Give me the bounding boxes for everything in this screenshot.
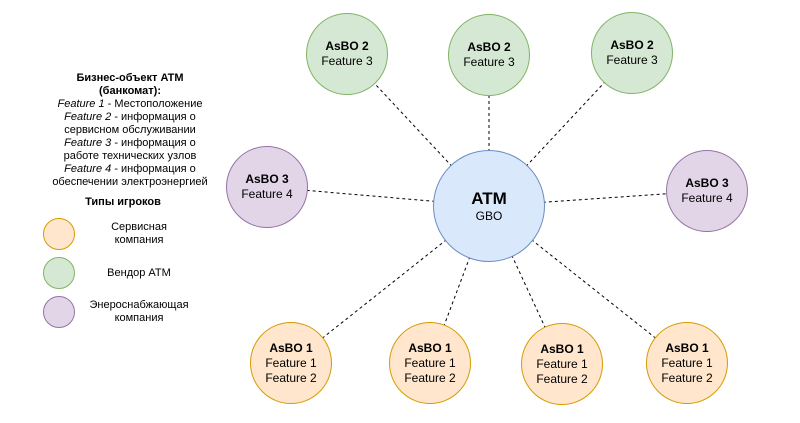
node-title: AsBO 1	[269, 340, 313, 355]
service-company-circle-icon	[43, 218, 75, 250]
node-title: AsBO 1	[408, 340, 452, 355]
info-panel: Бизнес-объект ATM (банкомат): Feature 1 …	[35, 72, 225, 189]
node-title: ATM	[471, 188, 507, 208]
node-title: AsBO 1	[540, 341, 584, 356]
node-title: AsBO 3	[245, 172, 289, 186]
feature-name: Feature 4	[64, 163, 112, 175]
legend-title: Типы игроков	[85, 196, 161, 208]
feature-desc: - Местоположение	[104, 98, 203, 110]
node-features: Feature 1 Feature 2	[404, 355, 456, 385]
node-title: AsBO 3	[685, 176, 729, 190]
node-asbo2-right: AsBO 2 Feature 3	[591, 12, 673, 94]
legend-item-label: Сервисная компания	[111, 221, 167, 246]
node-features: Feature 4	[681, 191, 733, 205]
energy-company-circle-icon	[43, 296, 75, 328]
node-atm-center: ATM GBO	[433, 150, 545, 262]
node-features: Feature 3	[321, 54, 373, 68]
node-title: AsBO 2	[325, 39, 369, 53]
feature-name: Feature 1	[57, 98, 105, 110]
node-asbo1-1: AsBO 1 Feature 1 Feature 2	[250, 322, 332, 404]
node-asbo1-2: AsBO 1 Feature 1 Feature 2	[389, 322, 471, 404]
connector-line	[346, 53, 490, 207]
node-subtitle: GBO	[475, 208, 503, 223]
node-features: Feature 1 Feature 2	[265, 355, 317, 385]
legend-item-label: Энероснабжающая компания	[89, 299, 189, 324]
feature-desc: - информация о обеспечении электроэнерги…	[52, 163, 208, 188]
node-features: Feature 3	[463, 55, 515, 69]
legend-item-atm-vendor: Вендор ATM	[43, 257, 203, 289]
feature-description-4: Feature 4 - информация о обеспечении эле…	[35, 163, 225, 189]
node-asbo3-left: AsBO 3 Feature 4	[226, 146, 308, 228]
feature-desc: - информация о сервисном обслуживании	[64, 111, 196, 136]
node-title: AsBO 2	[467, 40, 511, 54]
node-asbo1-4: AsBO 1 Feature 1 Feature 2	[646, 322, 728, 404]
node-asbo2-center: AsBO 2 Feature 3	[448, 14, 530, 96]
feature-description-1: Feature 1 - Местоположение	[35, 98, 225, 111]
node-features: Feature 1 Feature 2	[661, 355, 713, 385]
feature-description-3: Feature 3 - информация о работе техничес…	[35, 137, 225, 163]
info-panel-title: Бизнес-объект ATM (банкомат):	[76, 72, 184, 97]
node-features: Feature 1 Feature 2	[536, 356, 588, 386]
legend-item-label: Вендор ATM	[107, 266, 171, 279]
node-asbo1-3: AsBO 1 Feature 1 Feature 2	[521, 323, 603, 405]
feature-description-2: Feature 2 - информация о сервисном обслу…	[35, 111, 225, 137]
node-asbo2-left: AsBO 2 Feature 3	[306, 13, 388, 95]
node-asbo3-right: AsBO 3 Feature 4	[666, 150, 748, 232]
legend-item-service-company: Сервисная компания	[43, 218, 203, 250]
node-title: AsBO 2	[610, 38, 654, 52]
legend-item-energy-company: Энероснабжающая компания	[43, 296, 203, 328]
node-features: Feature 4	[241, 187, 293, 201]
node-features: Feature 3	[606, 53, 658, 67]
node-title: AsBO 1	[665, 340, 709, 355]
feature-desc: - информация о работе технических узлов	[63, 137, 197, 162]
feature-name: Feature 2	[64, 111, 112, 123]
atm-vendor-circle-icon	[43, 257, 75, 289]
feature-name: Feature 3	[64, 137, 112, 149]
legend: Типы игроков Сервисная компания Вендор A…	[43, 196, 203, 335]
